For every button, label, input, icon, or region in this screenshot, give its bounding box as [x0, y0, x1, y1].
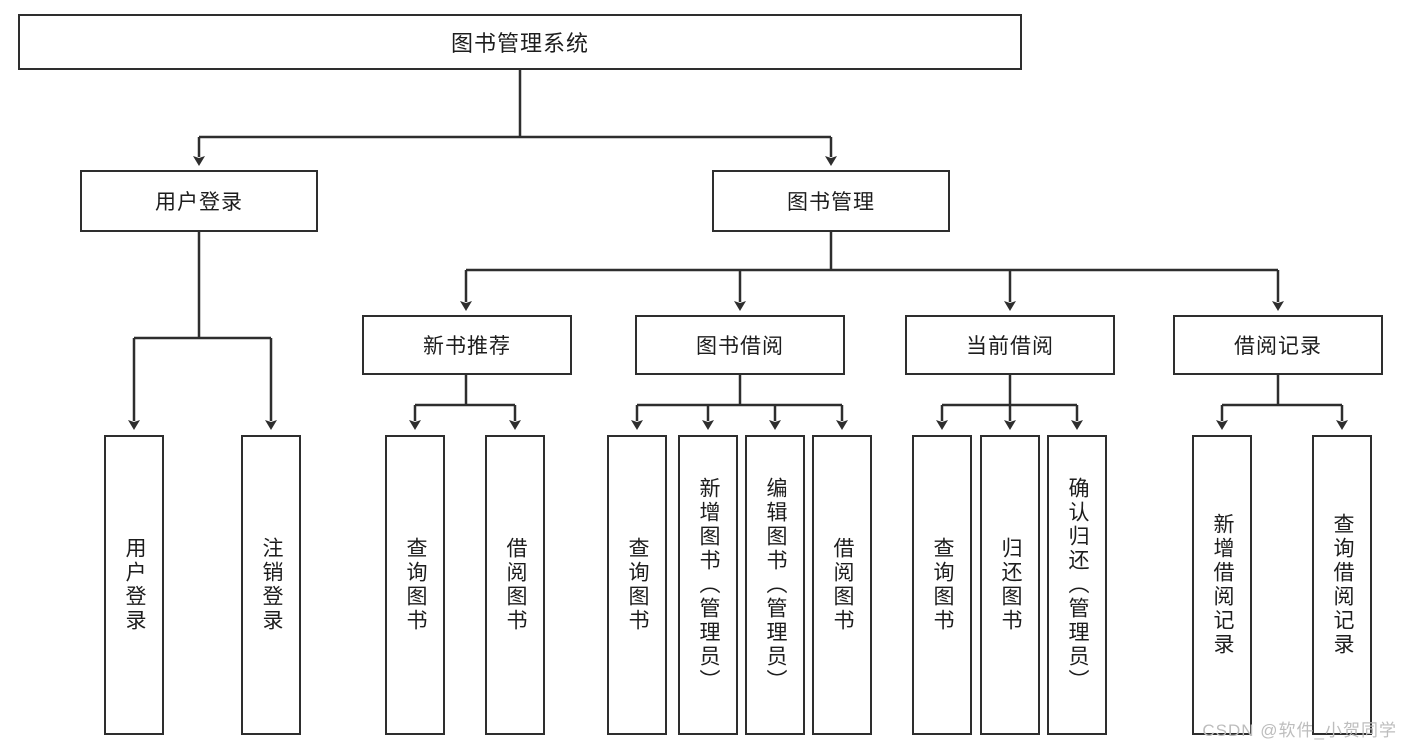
leaf-confirm-return-admin[interactable]: 确认归还（管理员）	[1047, 435, 1107, 735]
node-label: 查询图书	[626, 537, 650, 633]
node-label: 借阅记录	[1234, 335, 1322, 358]
node-current-borrow[interactable]: 当前借阅	[905, 315, 1115, 375]
leaf-edit-book-admin[interactable]: 编辑图书（管理员）	[745, 435, 805, 735]
leaf-return-book[interactable]: 归还图书	[980, 435, 1040, 735]
node-label: 注销登录	[260, 537, 284, 633]
node-label: 借阅图书	[831, 537, 855, 633]
node-borrow-records[interactable]: 借阅记录	[1173, 315, 1383, 375]
leaf-query-book-recommend[interactable]: 查询图书	[385, 435, 445, 735]
leaf-borrow-book-recommend[interactable]: 借阅图书	[485, 435, 545, 735]
node-label: 确认归还（管理员）	[1066, 477, 1090, 693]
node-label: 当前借阅	[966, 335, 1054, 358]
leaf-query-book-borrow[interactable]: 查询图书	[607, 435, 667, 735]
node-book-management[interactable]: 图书管理	[712, 170, 950, 232]
node-label: 新书推荐	[423, 335, 511, 358]
node-label: 查询图书	[404, 537, 428, 633]
node-label: 新增图书（管理员）	[697, 477, 721, 693]
node-user-login[interactable]: 用户登录	[80, 170, 318, 232]
leaf-add-borrow-record[interactable]: 新增借阅记录	[1192, 435, 1252, 735]
leaf-user-logout[interactable]: 注销登录	[241, 435, 301, 735]
node-label: 查询借阅记录	[1331, 513, 1355, 657]
node-label: 归还图书	[999, 537, 1023, 633]
node-label: 用户登录	[123, 537, 147, 633]
leaf-add-book-admin[interactable]: 新增图书（管理员）	[678, 435, 738, 735]
node-label: 图书管理系统	[450, 31, 589, 56]
leaf-query-borrow-record[interactable]: 查询借阅记录	[1312, 435, 1372, 735]
node-label: 新增借阅记录	[1211, 513, 1235, 657]
node-root-system[interactable]: 图书管理系统	[18, 14, 1022, 70]
node-label: 查询图书	[931, 537, 955, 633]
leaf-user-login[interactable]: 用户登录	[104, 435, 164, 735]
node-label: 图书借阅	[696, 335, 784, 358]
node-label: 用户登录	[155, 191, 243, 214]
leaf-borrow-book[interactable]: 借阅图书	[812, 435, 872, 735]
leaf-query-book-current[interactable]: 查询图书	[912, 435, 972, 735]
node-label: 图书管理	[787, 191, 875, 214]
node-book-borrow[interactable]: 图书借阅	[635, 315, 845, 375]
node-label: 借阅图书	[504, 537, 528, 633]
node-label: 编辑图书（管理员）	[764, 477, 788, 693]
node-new-book-recommend[interactable]: 新书推荐	[362, 315, 572, 375]
watermark-text: CSDN @软件_小贺同学	[1202, 721, 1397, 740]
